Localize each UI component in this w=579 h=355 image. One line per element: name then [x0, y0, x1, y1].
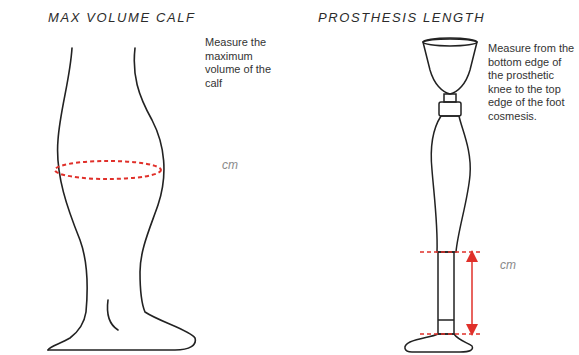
- section-heading: MAX VOLUME CALF: [48, 10, 196, 25]
- calf-measure-ring: [55, 161, 161, 179]
- instruction-note: Measure from the bottom edge of the pros…: [488, 42, 576, 123]
- leg-drawing: [48, 48, 195, 350]
- length-dimension: [420, 252, 482, 334]
- unit-label: cm: [222, 158, 238, 172]
- instruction-note: Measure the maximum volume of the calf: [205, 36, 283, 90]
- prosthesis-drawing: [405, 38, 477, 352]
- unit-label: cm: [500, 258, 516, 272]
- section-heading: PROSTHESIS LENGTH: [318, 10, 485, 25]
